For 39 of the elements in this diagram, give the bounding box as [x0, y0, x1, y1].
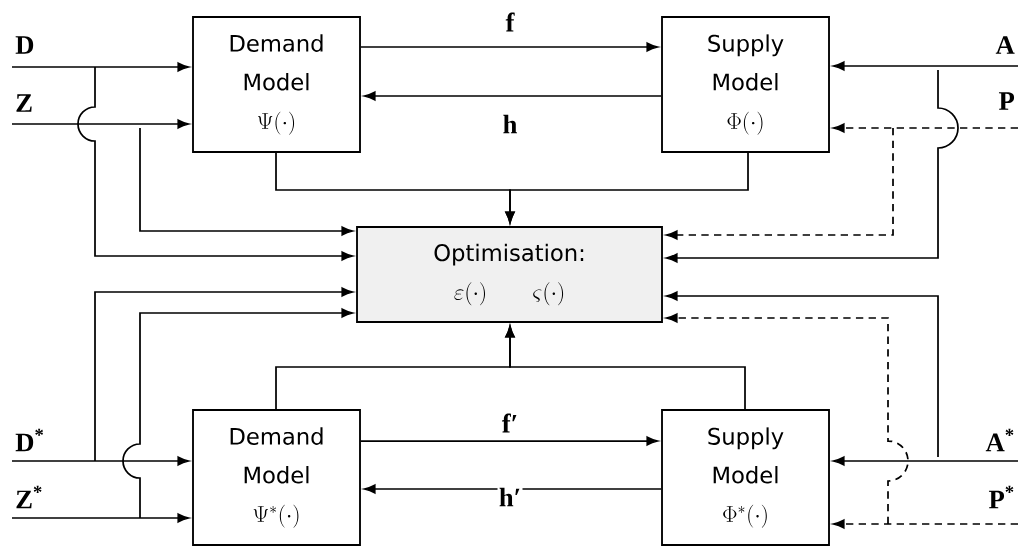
arrow	[665, 69, 959, 263]
edge-label: D$^{*}$	[13, 427, 46, 453]
arrow	[94, 287, 354, 462]
edge-label: P$^{*}$	[987, 484, 1017, 510]
model-box: Demand Model $\Psi(\cdot)$	[192, 16, 361, 153]
arrow	[832, 61, 1018, 71]
arrow	[832, 519, 1018, 529]
edge-label: h	[501, 113, 519, 135]
edge-label: f′	[500, 412, 520, 434]
arrow	[665, 127, 894, 240]
arrow	[11, 456, 190, 466]
edge-label: A	[994, 34, 1017, 56]
edge-label: Z$^{*}$	[13, 484, 45, 510]
edge-label: P	[997, 90, 1017, 112]
edge-label: Z	[13, 92, 35, 114]
arrow	[139, 127, 354, 236]
arrow	[832, 123, 1018, 133]
edge-label: h′	[497, 486, 523, 508]
arrow	[11, 62, 190, 72]
arrow	[363, 484, 662, 494]
edge-label: D	[13, 34, 36, 56]
arrow	[122, 308, 354, 519]
edge-label: f	[504, 11, 516, 33]
model-box: Supply Model $\Phi^{*}(\cdot)$	[661, 409, 830, 546]
arrow	[360, 42, 659, 52]
edge-label: A$^{*}$	[984, 427, 1017, 453]
arrow	[363, 91, 662, 101]
model-box: Supply Model $\Phi(\cdot)$	[661, 16, 830, 153]
arrow	[665, 313, 909, 525]
model-box: Demand Model $\Psi^{*}(\cdot)$	[192, 409, 361, 546]
arrow	[360, 436, 659, 446]
arrow	[11, 119, 190, 129]
arrow	[665, 291, 939, 458]
arrow	[11, 513, 190, 523]
optimisation-box: Optimisation: $\varepsilon(\cdot)$ $\varsigma(\cdot)$	[356, 226, 663, 323]
arrow	[832, 456, 1018, 466]
arrow	[505, 325, 746, 410]
arrow	[505, 152, 749, 224]
arrow	[77, 66, 354, 261]
